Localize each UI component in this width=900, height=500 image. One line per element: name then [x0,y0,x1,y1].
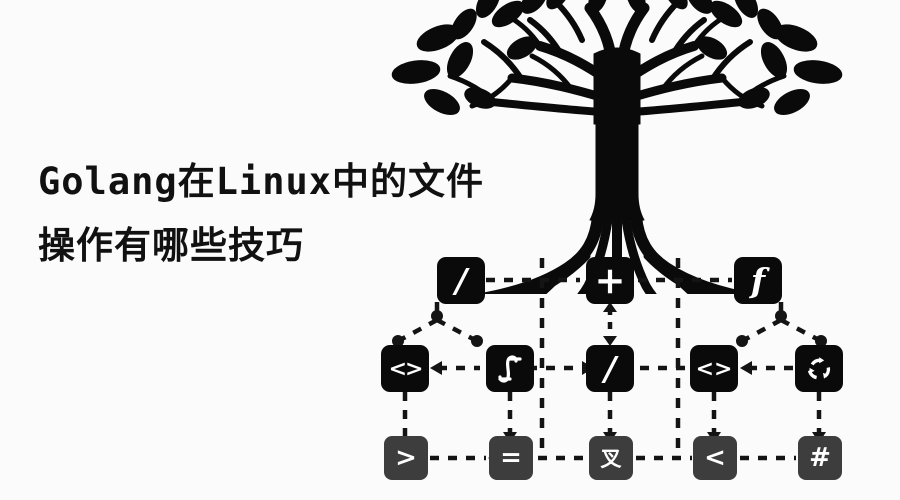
code-brackets-icon: <> [388,355,424,382]
node-slash-top[interactable]: / [437,257,485,304]
node-code-left[interactable]: <> [381,345,429,392]
equals-icon: = [500,443,522,473]
node-equals[interactable]: = [489,436,533,480]
node-code-right[interactable]: <> [690,345,738,392]
greater-than-icon: > [395,443,417,473]
slash-icon: / [454,261,468,300]
node-plus[interactable]: + [586,257,634,304]
plus-icon: + [594,258,626,302]
page-title: Golang在Linux中的文件 操作有哪些技巧 [38,150,538,278]
node-greater[interactable]: > [384,436,428,480]
integral-icon [497,354,523,384]
code-brackets-icon: <> [695,355,733,382]
node-hash[interactable]: # [798,436,842,480]
node-function[interactable]: f [734,257,782,304]
title-line-1: Golang在Linux中的文件 [38,160,485,203]
node-cjk[interactable]: 叉 [589,436,633,480]
node-less[interactable]: < [693,436,737,480]
node-slash-mid[interactable]: / [586,345,634,392]
icon-node-graph: / + f <> / <> [360,240,870,500]
slash-icon: / [603,349,617,388]
recycle-arrows-icon [805,355,833,383]
node-integral[interactable] [486,345,534,392]
node-refresh[interactable] [795,345,843,392]
function-f-icon: f [750,261,766,300]
hash-icon: # [809,443,831,473]
title-line-2: 操作有哪些技巧 [38,224,304,267]
cjk-glyph-icon: 叉 [600,445,622,471]
connector-junction-dots [392,310,827,347]
less-than-icon: < [704,443,726,473]
